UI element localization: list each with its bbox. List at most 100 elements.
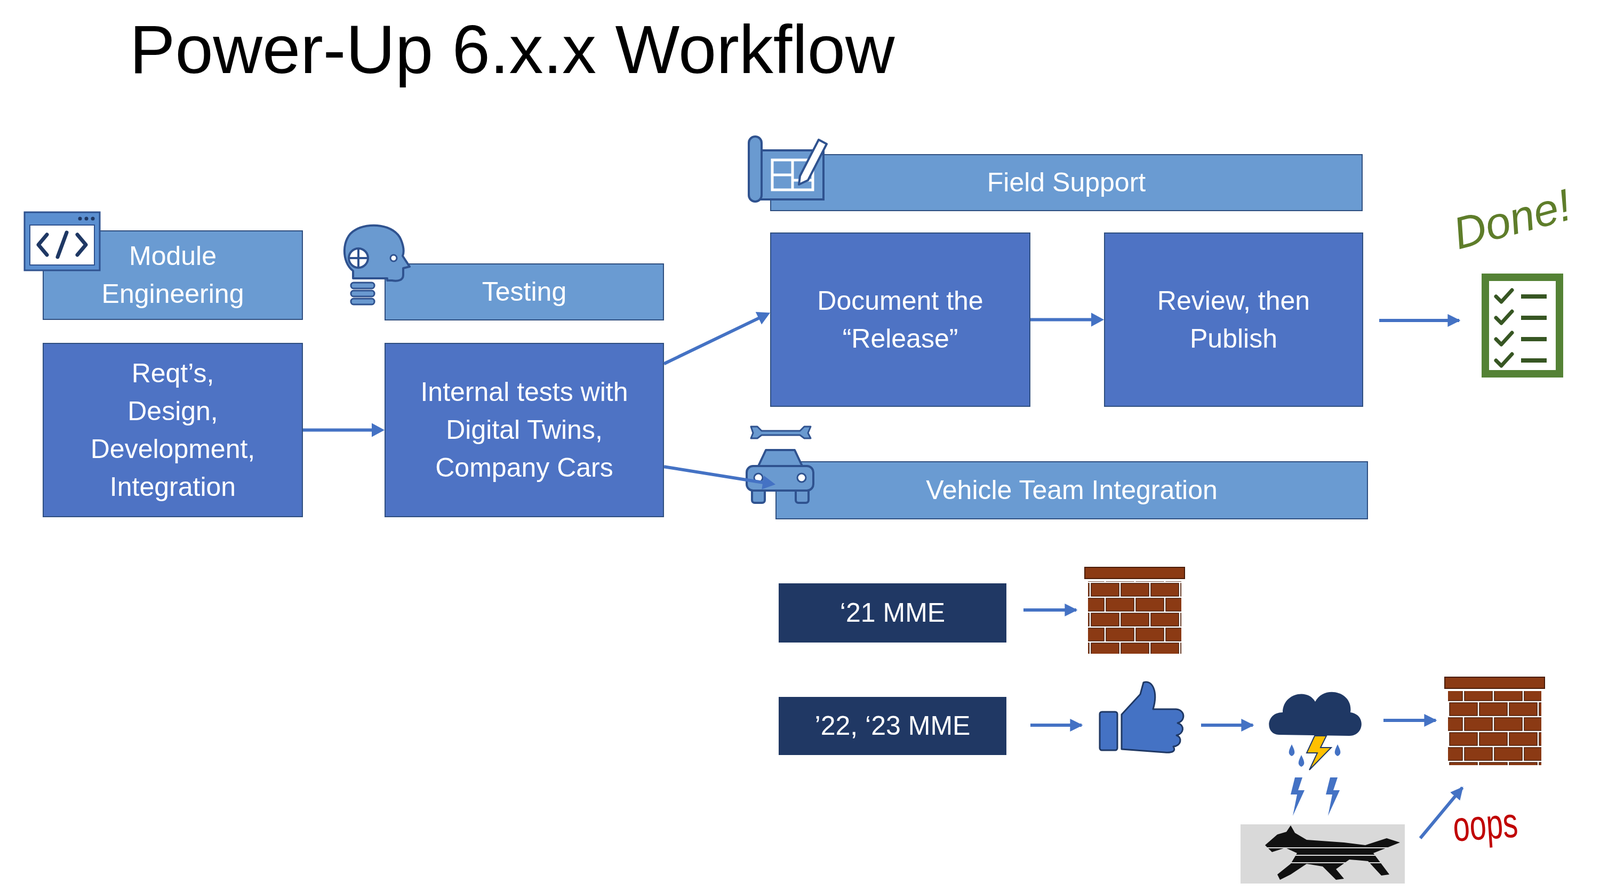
code-icon (91, 217, 95, 221)
decor-arrow (1383, 718, 1436, 723)
decor-arrow (1201, 723, 1253, 727)
mustang-logo (1248, 854, 1398, 856)
checklist-icon (1496, 354, 1512, 366)
storm-cloud-icon (1268, 692, 1362, 771)
brick-wall (1088, 581, 1182, 654)
checklist-icon (1496, 311, 1512, 324)
checklist-icon (1489, 281, 1556, 371)
process-box: Review, then Publish (1104, 232, 1364, 407)
checklist-icon (1521, 358, 1547, 363)
decor-arrow (1030, 723, 1082, 727)
blueprint-icon (798, 139, 827, 185)
storm-cloud-icon (1268, 692, 1362, 736)
head-icon (390, 254, 397, 262)
arrow-head (755, 312, 771, 325)
mustang-logo (1240, 824, 1405, 884)
status-box: ‘21 MME (778, 583, 1007, 643)
code-icon (77, 234, 86, 255)
arrow-head (761, 475, 776, 490)
arrow-head (371, 423, 385, 438)
blueprint-icon (748, 136, 827, 202)
brick-wall (1444, 677, 1545, 766)
code-icon (24, 212, 100, 271)
head-icon (350, 282, 375, 289)
process-box: Document the “Release” (770, 232, 1031, 407)
head-icon (350, 290, 375, 297)
decor-arrow (1420, 787, 1463, 839)
code-icon (78, 217, 83, 221)
thumbs-up-icon (1099, 712, 1118, 751)
node-text: Vehicle Team Integration (925, 471, 1218, 510)
brick-wall (1084, 567, 1185, 579)
thumbs-up-icon (1099, 682, 1184, 753)
node-text: Field Support (987, 163, 1146, 202)
arrow-line (664, 466, 765, 483)
car-icon (797, 473, 806, 483)
car-icon (746, 466, 814, 491)
checklist-icon (1481, 273, 1564, 378)
mustang-logo (1248, 847, 1398, 849)
header-band: Testing (384, 263, 664, 321)
arrow-line (302, 428, 374, 432)
storm-cloud-icon (1298, 755, 1305, 767)
code-icon (57, 232, 67, 258)
checklist-icon (1481, 273, 1564, 378)
node-text: Internal tests with Digital Twins, Compa… (396, 373, 653, 487)
lightning-bolt (1325, 777, 1340, 816)
checklist-icon (1521, 337, 1547, 342)
code-icon (29, 225, 95, 266)
blueprint-icon (772, 173, 793, 177)
node-text: ‘21 MME (840, 594, 946, 632)
brick-wall (1084, 567, 1185, 654)
decor-arrow (1023, 320, 1463, 839)
node-text: Reqt’s, Design, Development, Integration (87, 354, 259, 507)
node-text: Testing (482, 273, 567, 311)
brick-wall (1444, 677, 1545, 689)
head-icon (350, 298, 375, 305)
flow-arrow (664, 312, 771, 364)
arrow-line (1030, 318, 1094, 322)
head-icon (344, 225, 410, 305)
head-icon (348, 248, 368, 268)
arrow-line (664, 317, 761, 364)
lightning-bolt (1290, 777, 1305, 816)
storm-cloud-icon (1334, 744, 1341, 757)
mustang-logo (1248, 862, 1398, 864)
code-icon (24, 212, 100, 271)
process-box: Internal tests with Digital Twins, Compa… (384, 342, 664, 518)
flow-arrow (1030, 313, 1104, 327)
header-band: Field Support (770, 154, 1363, 212)
checklist-icon (1521, 315, 1547, 320)
header-band: Vehicle Team Integration (775, 461, 1368, 520)
node-text: ’22, ‘23 MME (814, 707, 971, 746)
lightning-bolt (1290, 777, 1340, 816)
annotation-text: oops (1451, 801, 1520, 848)
mustang-logo (1240, 824, 1405, 884)
decor-arrow (1023, 608, 1077, 612)
node-text: Review, then Publish (1121, 282, 1346, 358)
diagram-title: Power-Up 6.x.x Workflow (129, 8, 895, 91)
status-box: ’22, ‘23 MME (778, 697, 1007, 756)
storm-cloud-icon (1306, 736, 1332, 771)
blueprint-icon (748, 136, 762, 202)
annotation-text: Done! (1448, 181, 1576, 256)
process-box: Reqt’s, Design, Development, Integration (42, 342, 303, 518)
checklist-icon (1496, 290, 1512, 302)
code-icon (38, 234, 47, 255)
decor-arrow (1379, 318, 1460, 323)
arrow-head (1091, 313, 1104, 327)
flow-arrow (664, 466, 776, 490)
car-icon (746, 426, 814, 503)
flow-arrow (302, 423, 385, 438)
head-icon (344, 225, 410, 282)
node-text: Document the “Release” (772, 282, 1029, 358)
mustang-logo (1265, 825, 1400, 880)
storm-cloud-icon (1289, 744, 1295, 757)
node-text: Module Engineering (84, 237, 261, 314)
head-icon (357, 248, 360, 268)
car-icon (750, 426, 811, 439)
checklist-icon (1521, 294, 1547, 299)
